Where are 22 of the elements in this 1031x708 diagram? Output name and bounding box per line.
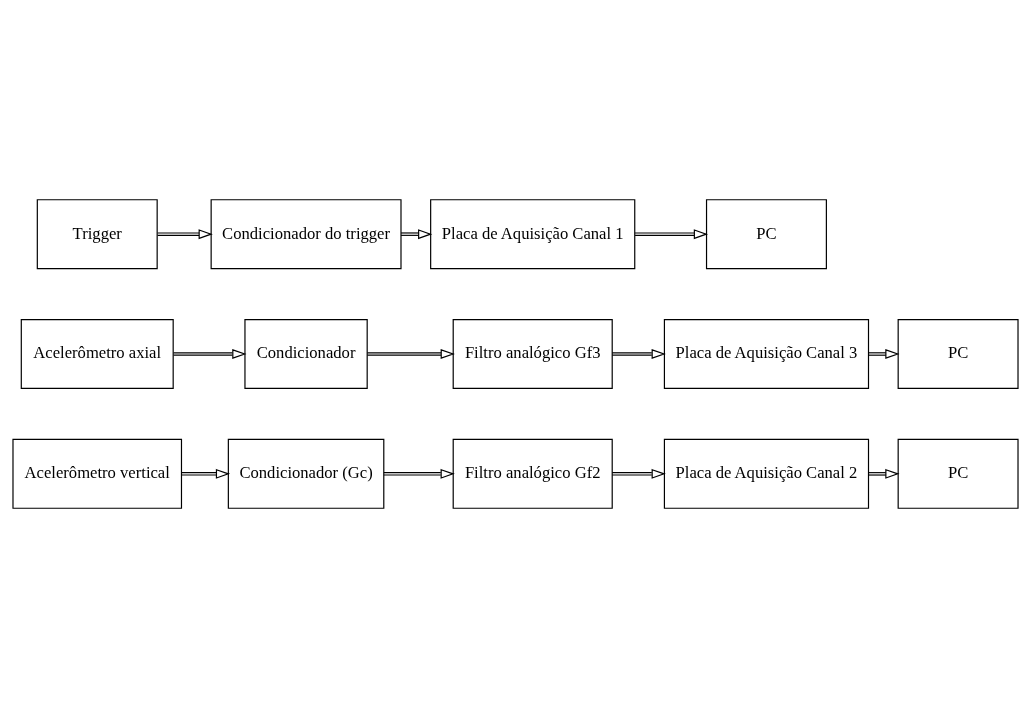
arrow: [172, 349, 247, 359]
node-box: Placa de Aquisição Canal 1: [430, 199, 636, 270]
node-box: Filtro analógico Gf3: [452, 319, 613, 389]
arrow: [180, 468, 231, 479]
node-box: PC: [897, 438, 1019, 509]
node-box: Condicionador do trigger: [210, 199, 402, 270]
node-box: Placa de Aquisição Canal 2: [663, 438, 870, 509]
arrow: [611, 468, 666, 479]
node-box: PC: [897, 319, 1019, 389]
arrow: [383, 468, 455, 479]
node-box: Placa de Aquisição Canal 3: [663, 319, 870, 389]
node-box: Filtro analógico Gf2: [452, 438, 613, 509]
node-box: Condicionador: [244, 319, 368, 389]
node-box: PC: [705, 199, 827, 270]
arrow: [611, 349, 666, 359]
arrow: [366, 349, 455, 359]
node-box: Acelerômetro vertical: [12, 438, 183, 509]
arrow: [634, 229, 709, 240]
node-box: Condicionador (Gc): [227, 438, 385, 509]
node-box: Trigger: [36, 199, 158, 270]
node-box: Acelerômetro axial: [20, 319, 174, 389]
arrow: [157, 229, 213, 240]
